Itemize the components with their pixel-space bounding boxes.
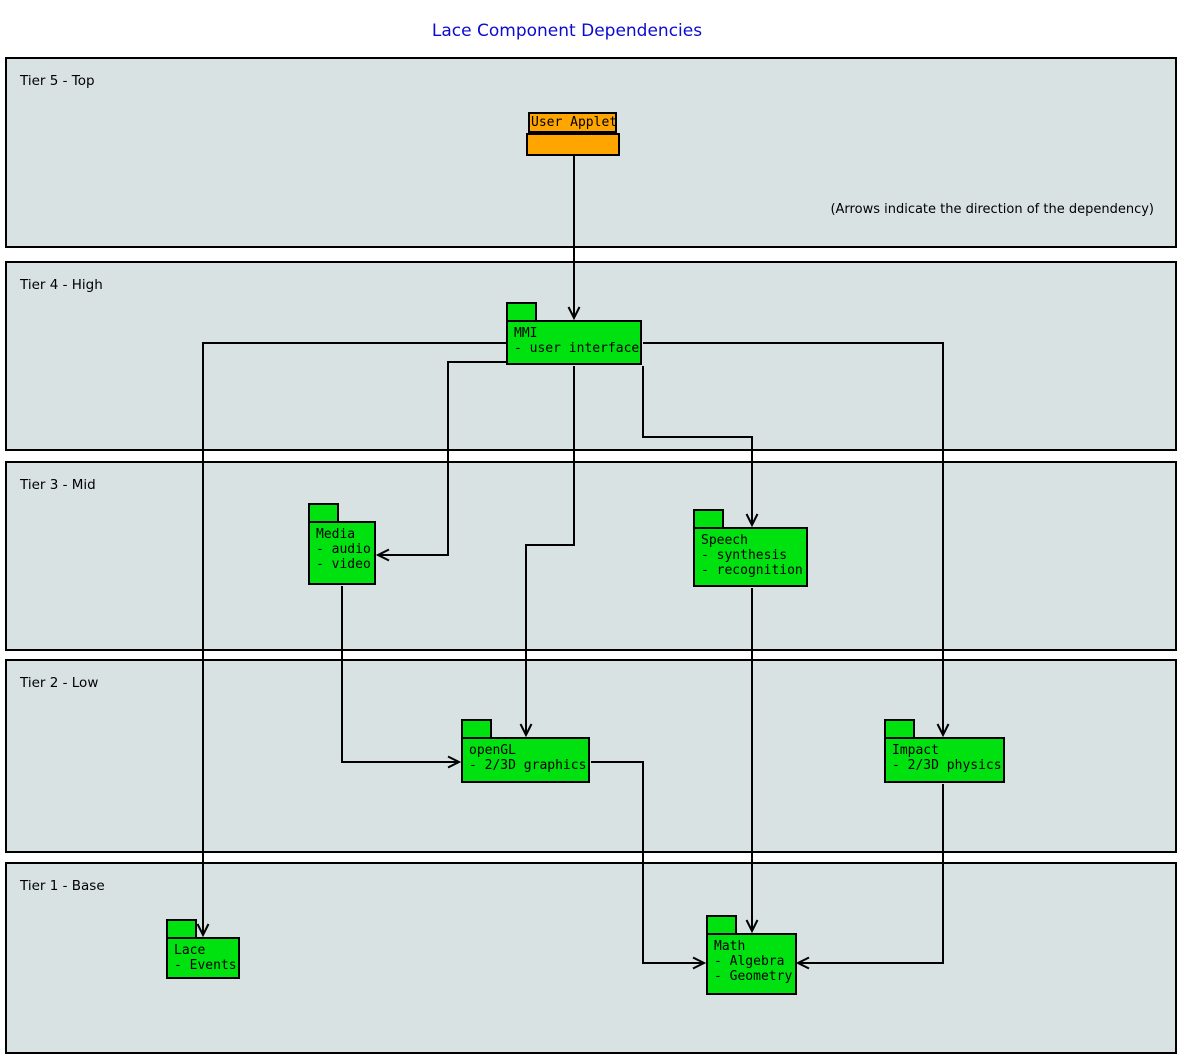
tier-3-label: Tier 3 - Mid [20,477,96,493]
diagram-title: Lace Component Dependencies [431,21,703,41]
node-line: - synthesis [701,548,788,563]
folder-tab-icon [706,915,737,933]
node-line: - Algebra [714,954,785,969]
folder-tab-icon [166,919,197,937]
node-line: - user interface [514,341,640,356]
node-title: MMI [514,326,538,341]
tier-3-panel: Tier 3 - Mid [5,461,1177,651]
node-user-applet: User Applet [526,112,620,156]
user-applet-body [526,133,620,156]
tier-1-label: Tier 1 - Base [20,878,105,894]
tier-4-label: Tier 4 - High [20,277,103,293]
tier-4-panel: Tier 4 - High [5,261,1177,451]
node-title: Speech [701,533,748,548]
folder-tab-icon [461,719,492,737]
folder-tab-icon [884,719,915,737]
node-title: Impact [892,743,939,758]
node-title: Math [714,939,746,954]
node-title: Media [316,527,356,542]
node-line: - Geometry [714,969,793,984]
node-title: openGL [469,743,516,758]
node-line: - recognition [701,563,803,578]
node-line: - Events [174,958,237,973]
folder-tab-icon [693,509,724,527]
folder-tab-icon [308,503,339,521]
tier-2-label: Tier 2 - Low [20,675,99,691]
dependency-note: (Arrows indicate the direction of the de… [830,202,1154,217]
tier-5-label: Tier 5 - Top [20,73,95,89]
node-title: Lace [174,943,206,958]
node-line: - 2/3D graphics [469,758,587,773]
node-line: - video [316,557,371,572]
node-line: - audio [316,542,371,557]
folder-tab-icon [506,302,537,320]
node-line: - 2/3D physics [892,758,1002,773]
user-applet-title: User Applet [528,112,617,133]
